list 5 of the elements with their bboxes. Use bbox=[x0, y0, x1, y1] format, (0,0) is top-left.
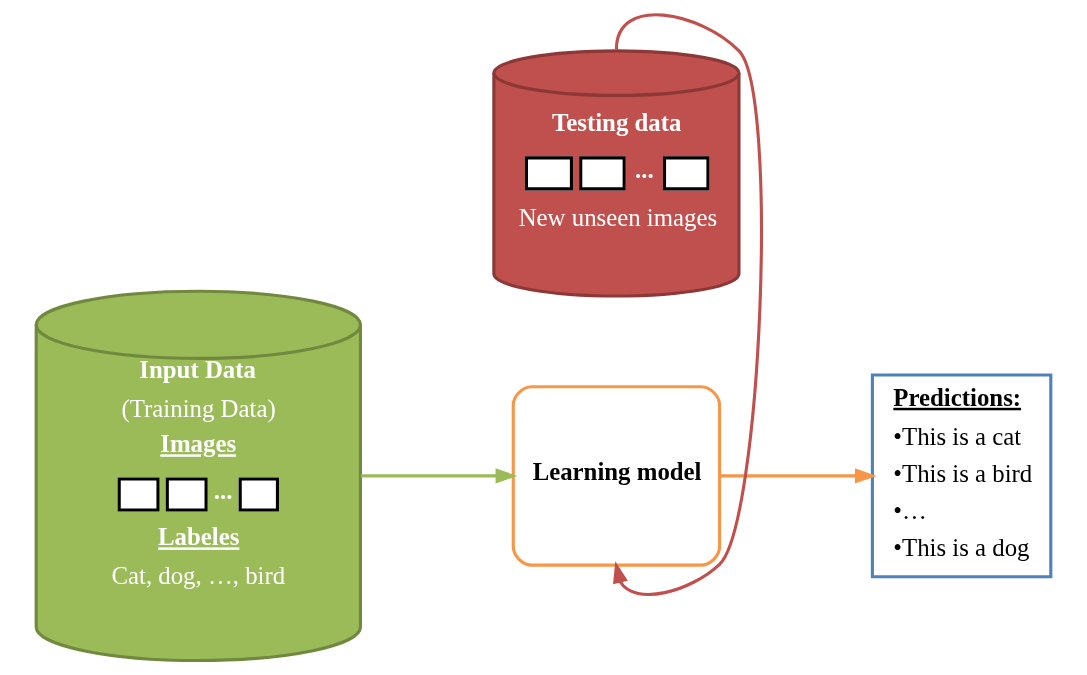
node-box: Predictions: •This is a cat •This is a bird •… •This is a dog bbox=[870, 373, 1053, 579]
arrow bbox=[360, 468, 518, 484]
arrow bbox=[719, 468, 877, 484]
node-box: Learning model bbox=[511, 385, 722, 567]
arrow bbox=[613, 13, 763, 596]
